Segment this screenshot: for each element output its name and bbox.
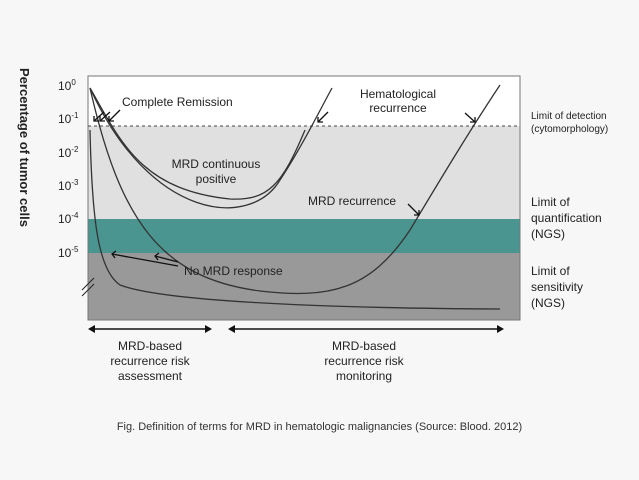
svg-text:10-5: 10-5: [58, 245, 79, 260]
svg-text:10-1: 10-1: [58, 111, 79, 126]
label-hematological-line1: Hematological: [360, 87, 436, 101]
arrow-hematological-recurrence: [317, 111, 329, 123]
label-quant-line2: quantification: [531, 211, 602, 225]
arrow-detection-limit: [464, 112, 476, 123]
svg-text:10-3: 10-3: [58, 178, 79, 193]
arrow-complete-remission: [93, 109, 121, 122]
zone-sensitivity: [88, 253, 520, 320]
tick-label: 100: [58, 78, 76, 93]
tick-label: 10-5: [58, 245, 79, 260]
curve-mrd-continuous-positive: [89, 87, 306, 200]
label-assessment-line2: recurrence risk: [110, 354, 190, 368]
tick-label: 10-3: [58, 178, 79, 193]
label-mrd-continuous-line2: positive: [196, 172, 237, 186]
label-monitoring-line2: recurrence risk: [324, 354, 404, 368]
label-quant-line1: Limit of: [531, 195, 570, 209]
arrow-mrd-recurrence: [407, 203, 420, 216]
svg-text:10-4: 10-4: [58, 211, 79, 226]
figure-caption: Fig. Definition of terms for MRD in hema…: [116, 421, 523, 433]
zone-quantification: [88, 219, 520, 253]
label-sens-line2: sensitivity: [531, 280, 583, 294]
curve-no-mrd-response: [89, 129, 501, 310]
tick-label: 10-1: [58, 111, 79, 126]
label-mrd-continuous-line1: MRD continuous: [172, 157, 261, 171]
label-hematological-line2: recurrence: [369, 101, 427, 115]
label-assessment-line1: MRD-based: [118, 339, 182, 353]
curve-hematological-recurrence: [89, 87, 333, 209]
label-complete-remission: Complete Remission: [122, 95, 233, 109]
y-axis-label-wrap: Percentage of tumor cells: [17, 68, 32, 227]
zone-detection: [88, 126, 520, 219]
axis-break: [81, 277, 95, 291]
axis-break: [81, 283, 95, 297]
label-sens-line1: Limit of: [531, 264, 570, 278]
arrow-no-mrd-response: [111, 250, 179, 267]
zone-above-detection: [88, 76, 520, 126]
svg-text:100: 100: [58, 78, 76, 93]
tick-label: 10-2: [58, 145, 79, 160]
label-mrd-recurrence: MRD recurrence: [308, 194, 396, 208]
plot-frame: [87, 75, 521, 321]
label-detection-line2: (cytomorphology): [531, 124, 608, 135]
label-detection-line1: Limit of detection: [531, 111, 607, 122]
svg-text:10-2: 10-2: [58, 145, 79, 160]
curve-mrd-recurrence: [89, 84, 501, 295]
phase-arrow-assessment: [88, 325, 212, 333]
label-monitoring-line3: monitoring: [336, 369, 392, 383]
label-monitoring-line1: MRD-based: [332, 339, 396, 353]
tick-label: 10-4: [58, 211, 79, 226]
label-no-mrd-response: No MRD response: [184, 264, 283, 278]
y-axis-label: Percentage of tumor cells: [17, 68, 32, 227]
phase-arrow-monitoring: [228, 325, 504, 333]
label-quant-line3: (NGS): [531, 227, 565, 241]
label-sens-line3: (NGS): [531, 296, 565, 310]
label-assessment-line3: assessment: [118, 369, 183, 383]
